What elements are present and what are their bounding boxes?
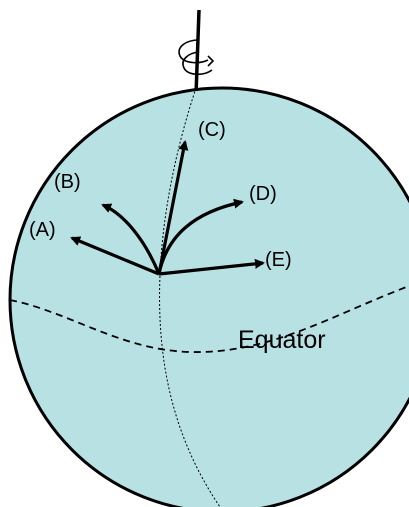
meridian-line: [159, 88, 221, 507]
arrow-b: [101, 203, 161, 275]
arrow-d: [157, 198, 244, 275]
label-e: (E): [265, 249, 292, 271]
label-c: (C): [198, 119, 226, 141]
label-d: (D): [249, 183, 277, 205]
arrows-group: [70, 140, 265, 276]
equator-label: Equator: [238, 326, 326, 354]
equator-line: [10, 285, 409, 353]
arrow-e: [158, 258, 265, 276]
rotation-arrow-icon: [178, 39, 215, 76]
arrow-a: [70, 236, 160, 276]
earth-sphere: [8, 86, 409, 507]
arrow-c: [157, 140, 189, 275]
label-b: (B): [54, 171, 81, 193]
label-a: (A): [29, 219, 56, 241]
